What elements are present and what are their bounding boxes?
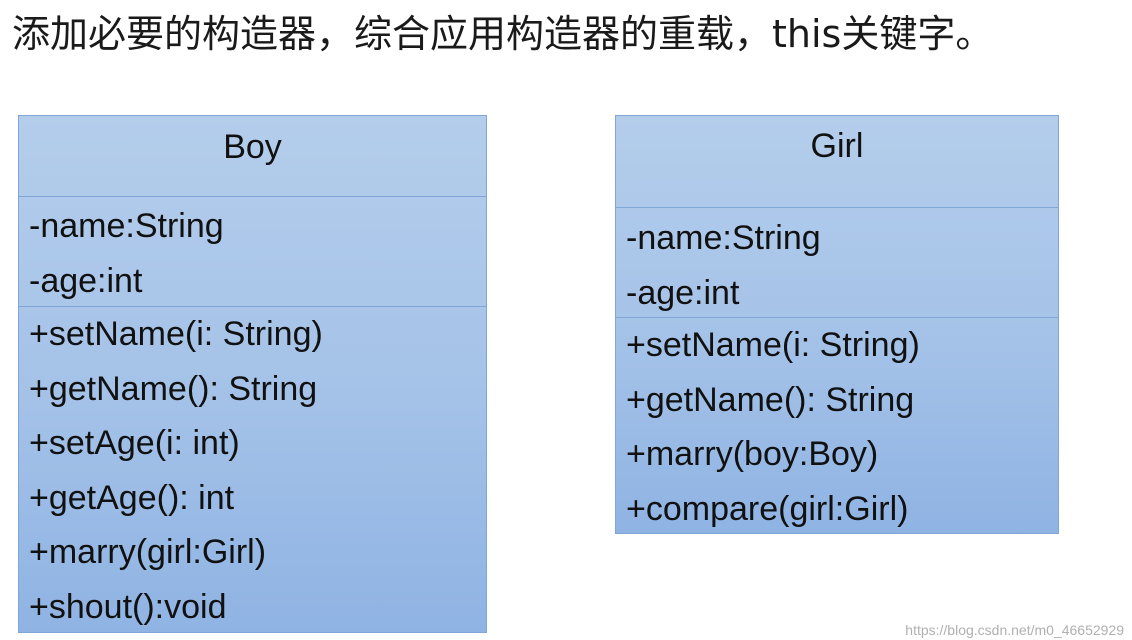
attribute-name: -name:String (29, 207, 224, 245)
method-getAge: +getAge(): int (29, 478, 235, 517)
method-marry: +marry(girl:Girl) (29, 533, 267, 571)
watermark: https://blog.csdn.net/m0_46652929 (905, 622, 1124, 638)
method-setName: +setName(i: String) (29, 315, 323, 353)
methods-section: +setName(i: String) +getName(): String +… (616, 318, 1058, 536)
class-name: Boy (19, 116, 486, 197)
attribute-name: -name:String (626, 219, 821, 257)
method-shout: +shout():void (29, 587, 227, 626)
method-setAge: +setAge(i: int) (29, 424, 240, 462)
method-setName: +setName(i: String) (626, 326, 920, 364)
page-title: 添加必要的构造器，综合应用构造器的重载，this关键字。 (12, 12, 994, 56)
methods-section: +setName(i: String) +getName(): String +… (19, 307, 486, 634)
method-getName: +getName(): String (626, 380, 915, 419)
method-marry: +marry(boy:Boy) (626, 435, 879, 473)
uml-class-girl: Girl -name:String -age:int +setName(i: S… (615, 115, 1059, 534)
attribute-age: -age:int (626, 273, 740, 312)
class-name: Girl (616, 116, 1058, 208)
attributes-section: -name:String -age:int (616, 208, 1058, 318)
attributes-section: -name:String -age:int (19, 197, 486, 307)
method-compare: +compare(girl:Girl) (626, 489, 909, 528)
method-getName: +getName(): String (29, 369, 318, 408)
uml-class-boy: Boy -name:String -age:int +setName(i: St… (18, 115, 487, 633)
attribute-age: -age:int (29, 261, 143, 300)
